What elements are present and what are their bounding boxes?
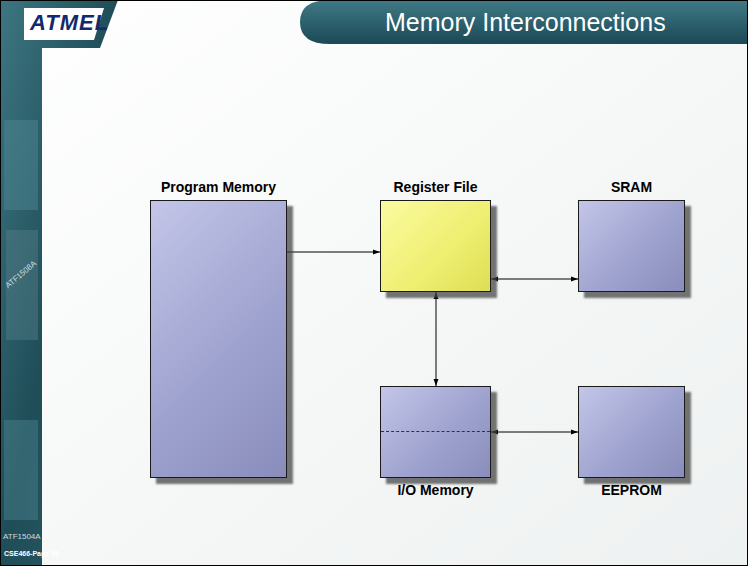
data-path-arrow — [287, 252, 380, 253]
memory-box — [150, 200, 287, 478]
data-path-arrow — [436, 292, 437, 386]
data-path-arrow — [491, 432, 578, 433]
block-title: Program Memory — [161, 179, 276, 196]
register-file-block: Register File — [374, 179, 497, 292]
block-title: EEPROM — [601, 482, 662, 499]
chip-image — [4, 420, 38, 520]
slide-title: Memory Interconnections — [385, 8, 666, 37]
company-logo: ATMEL — [30, 10, 109, 36]
page-number: CSE466-Page 55 — [4, 550, 59, 557]
sram-block: SRAM — [572, 179, 691, 292]
io-memory-block: I/O Memory — [374, 386, 497, 499]
memory-box — [380, 200, 491, 292]
chip-image — [4, 120, 38, 210]
memory-box — [578, 386, 685, 478]
chip-marking: ATF1504A — [3, 532, 41, 541]
program-memory-block: Program Memory — [144, 179, 293, 478]
block-title: Register File — [393, 179, 477, 196]
memory-box — [578, 200, 685, 292]
block-title: SRAM — [611, 179, 652, 196]
divider-line — [381, 431, 490, 432]
memory-box — [380, 386, 491, 478]
block-title: I/O Memory — [397, 482, 473, 499]
data-path-arrow — [491, 279, 578, 280]
eeprom-block: EEPROM — [572, 386, 691, 499]
title-bar — [300, 0, 748, 44]
side-strip — [0, 0, 118, 566]
